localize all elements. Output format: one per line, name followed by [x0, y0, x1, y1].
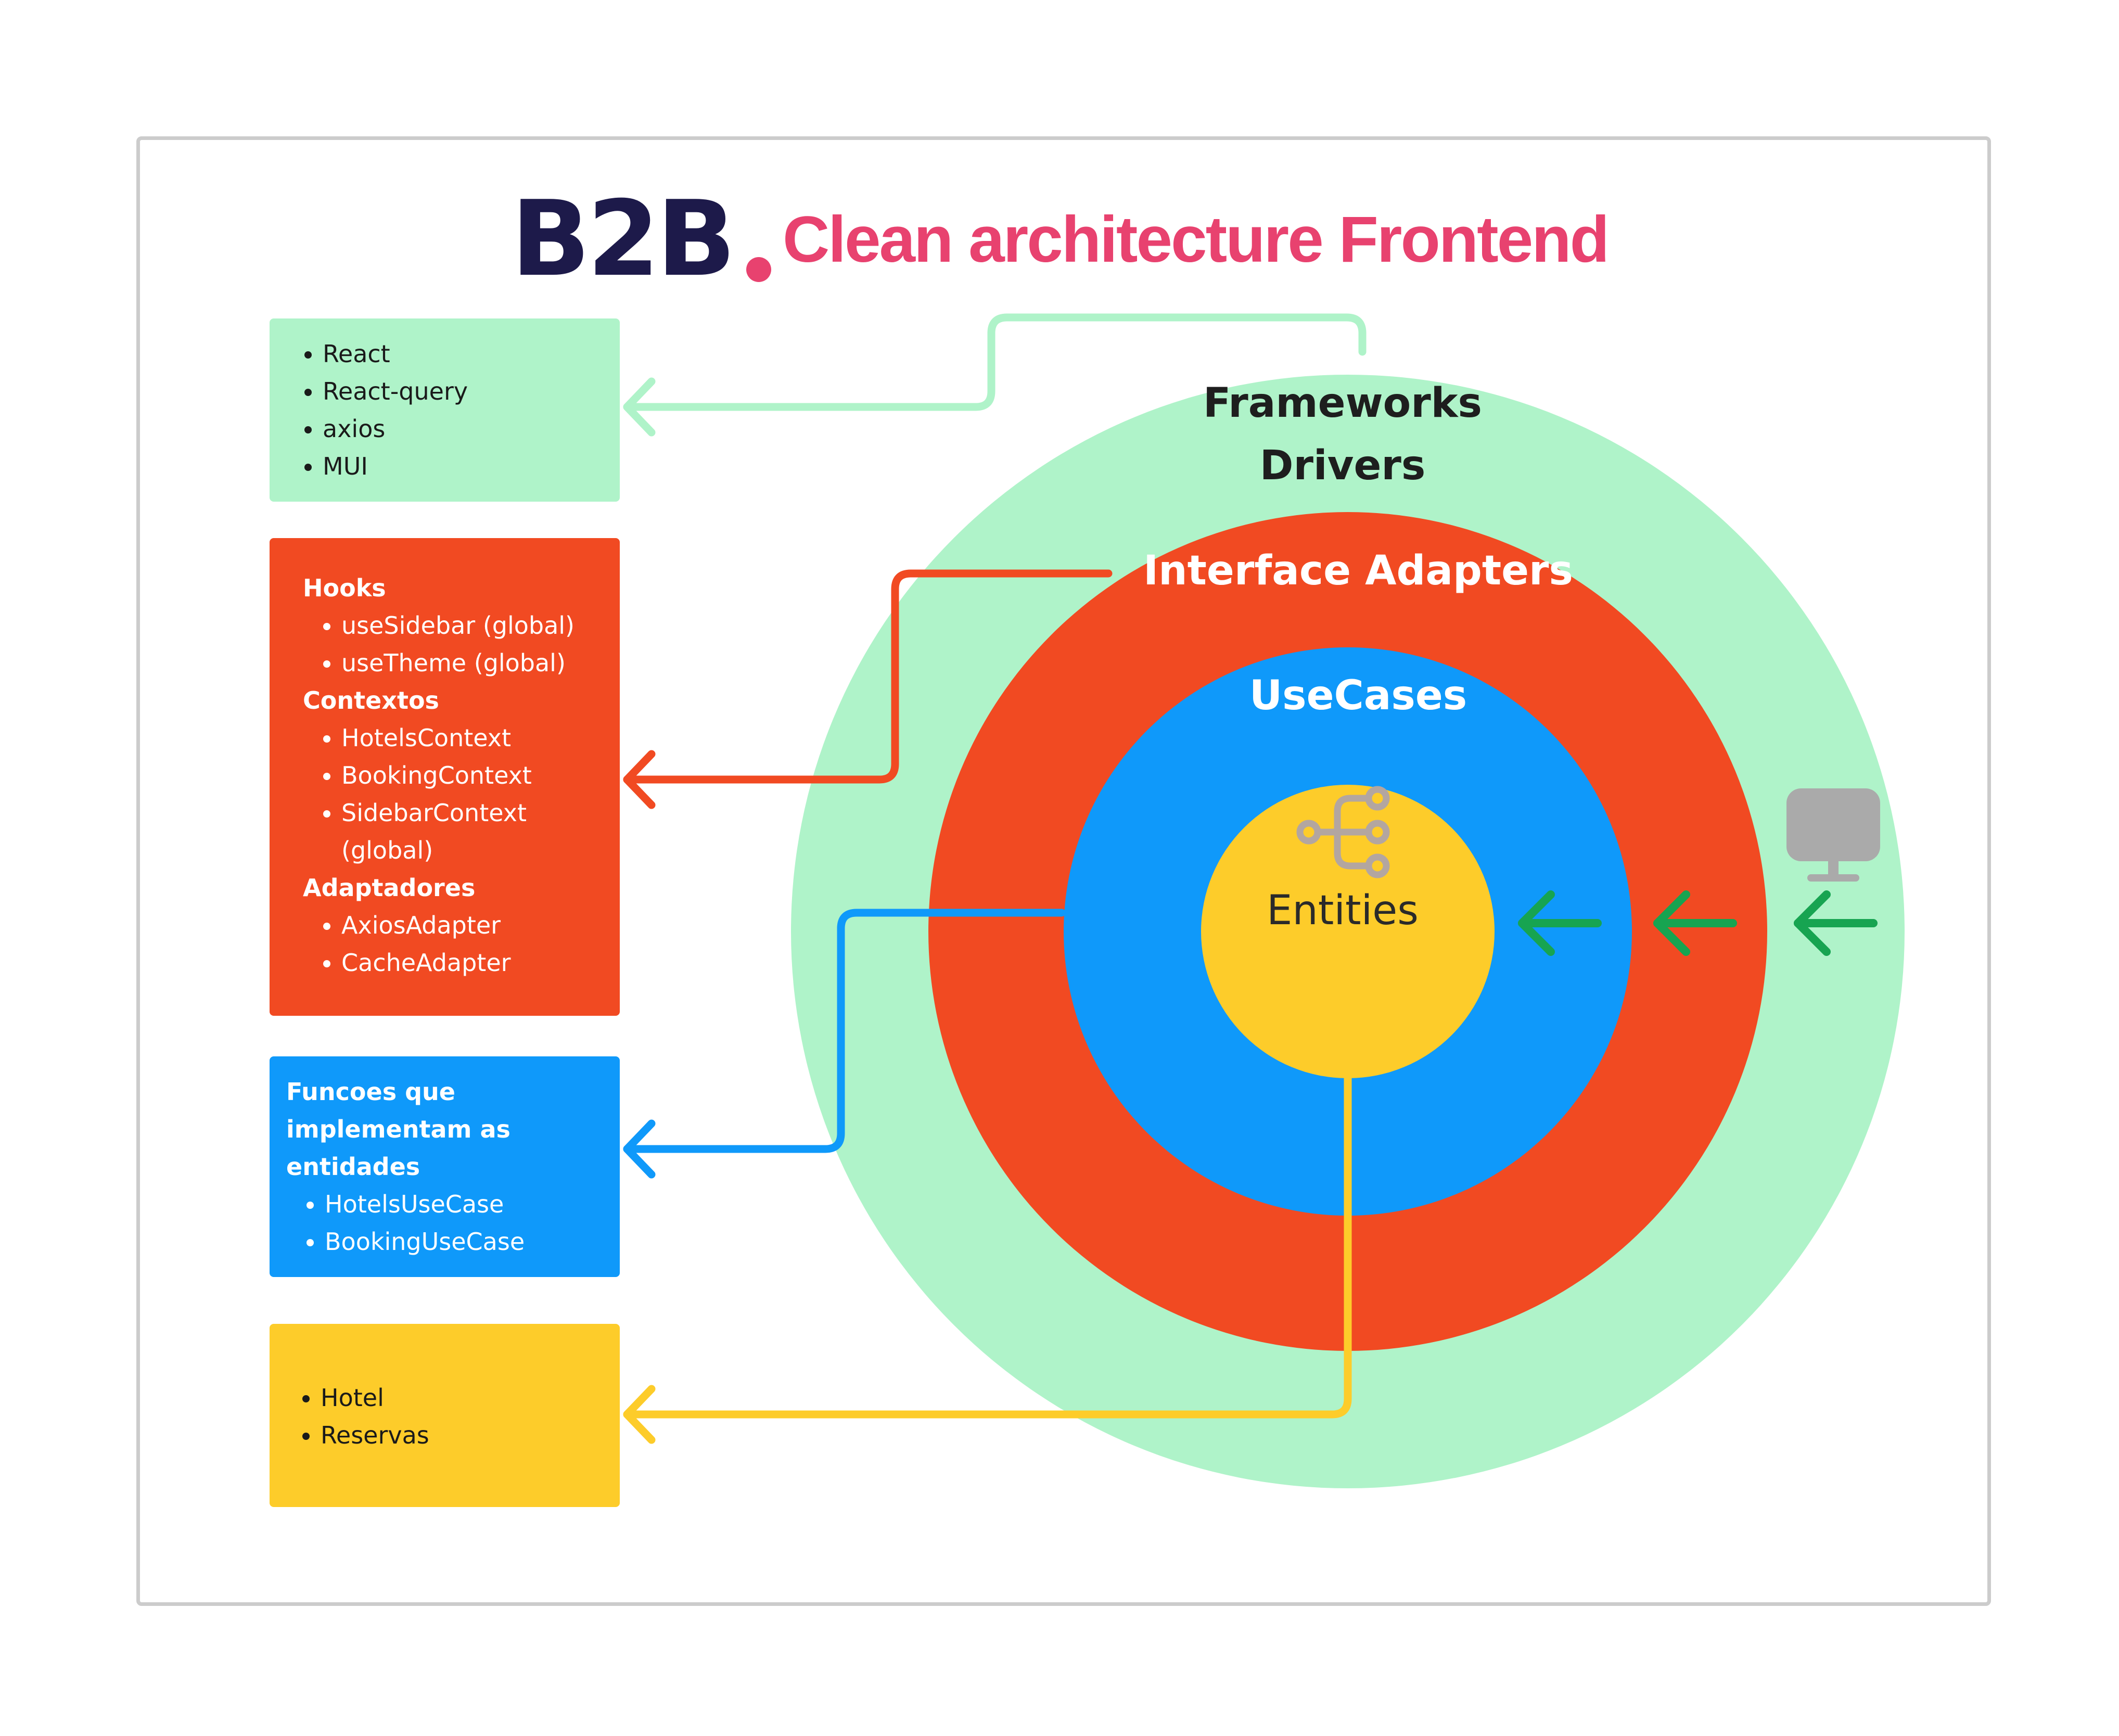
- left-arrow-icon: [1518, 890, 1602, 956]
- frameworks-label-line2: Drivers: [1259, 442, 1426, 489]
- entities-core: [1201, 785, 1495, 1078]
- entities-panel: Hotel Reservas: [270, 1324, 620, 1507]
- frameworks-label-line1: Frameworks: [1203, 380, 1482, 427]
- list-item: useTheme (global): [341, 644, 620, 682]
- list-item: Hotel: [321, 1379, 620, 1416]
- list-item: SidebarContext (global): [341, 794, 529, 869]
- usecases-connector: [623, 909, 1066, 1179]
- usecases-panel-title: Funcoes que implementam as entidades: [286, 1078, 510, 1181]
- frameworks-list: React React-query axios MUI: [285, 335, 620, 485]
- frameworks-panel: React React-query axios MUI: [270, 318, 620, 502]
- logo-dot: [746, 257, 772, 282]
- group-title-adaptadores: Adaptadores: [303, 874, 476, 902]
- list-item: HotelsUseCase: [325, 1185, 609, 1223]
- frameworks-label: Frameworks Drivers: [1186, 372, 1499, 497]
- adapters-connector: [623, 569, 1113, 809]
- brand-logo: B2B: [510, 178, 736, 300]
- left-arrow-icon: [1653, 890, 1737, 956]
- monitor-icon: [1786, 788, 1880, 882]
- hooks-list: useSidebar (global) useTheme (global): [303, 607, 620, 682]
- group-title-hooks: Hooks: [303, 574, 386, 602]
- list-item: MUI: [323, 448, 620, 485]
- adapters-panel: Hooks useSidebar (global) useTheme (glob…: [270, 538, 620, 1016]
- list-item: CacheAdapter: [341, 944, 620, 981]
- page-title: Clean architecture Frontend: [783, 203, 1610, 276]
- contextos-list: HotelsContext BookingContext SidebarCont…: [303, 719, 620, 869]
- entities-label: Entities: [1267, 887, 1419, 934]
- entities-list: Hotel Reservas: [270, 1379, 620, 1454]
- interface-adapters-label: Interface Adapters: [1143, 547, 1573, 594]
- list-item: HotelsContext: [341, 719, 620, 757]
- usecases-panel: Funcoes que implementam as entidades Hot…: [270, 1056, 620, 1277]
- usecases-list: HotelsUseCase BookingUseCase: [286, 1185, 609, 1260]
- frameworks-connector: [623, 313, 1367, 437]
- usecases-label: UseCases: [1249, 672, 1467, 719]
- left-arrow-icon: [1794, 890, 1878, 956]
- adaptadores-list: AxiosAdapter CacheAdapter: [303, 907, 620, 981]
- list-item: React: [323, 335, 620, 373]
- page-header: B2B Clean architecture Frontend: [0, 177, 2119, 302]
- list-item: axios: [323, 410, 620, 448]
- list-item: BookingContext: [341, 757, 620, 794]
- list-item: Reservas: [321, 1416, 620, 1454]
- list-item: useSidebar (global): [341, 607, 620, 644]
- hierarchy-icon: [1296, 786, 1390, 878]
- entities-connector: [623, 1063, 1352, 1444]
- list-item: AxiosAdapter: [341, 907, 620, 944]
- list-item: React-query: [323, 373, 620, 410]
- group-title-contextos: Contextos: [303, 686, 439, 714]
- list-item: BookingUseCase: [325, 1223, 609, 1260]
